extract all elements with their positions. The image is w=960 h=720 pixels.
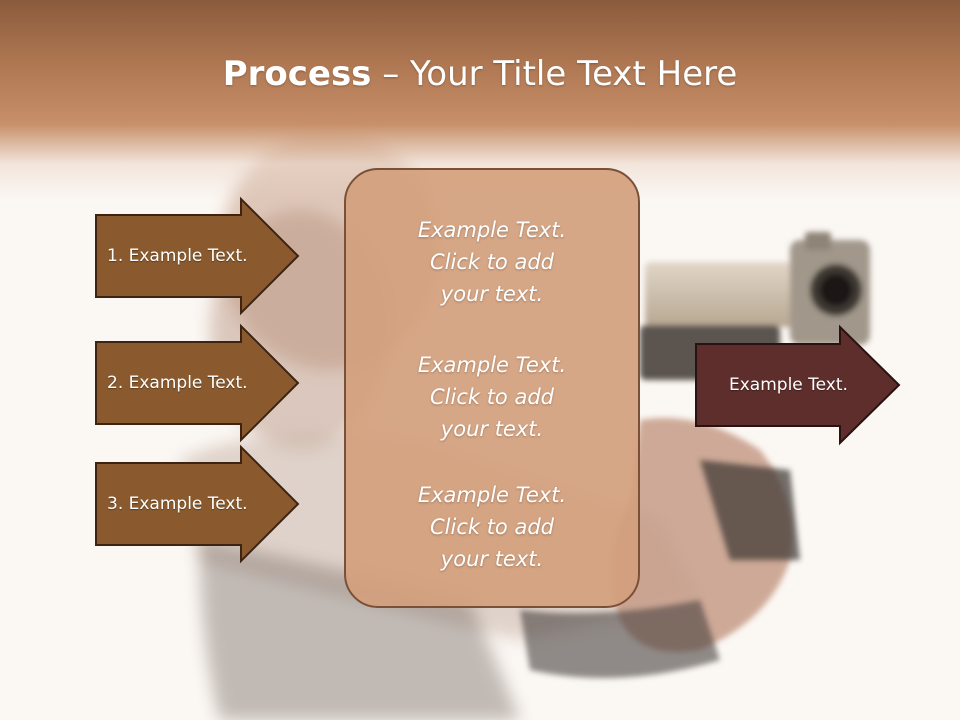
panel-text-1-line-3: your text. [440,282,544,306]
panel-text-1-line-2: Click to add [429,250,554,274]
slide-title[interactable]: Process – Your Title Text Here [0,52,960,96]
panel-text-3-line-3: your text. [440,547,544,571]
panel-text-3-line-2: Click to add [429,515,554,539]
panel-text-2-line-3: your text. [440,417,544,441]
panel-text-2-line-1: Example Text. [417,353,567,377]
process-arrow-1[interactable]: 1. Example Text. [95,196,300,316]
arrow-shape-2 [95,323,300,443]
title-rest-part: – Your Title Text Here [371,54,738,94]
arrow-label-1: 1. Example Text. [107,246,248,266]
arrow-label-3: 3. Example Text. [107,494,248,514]
panel-text-2-line-2: Click to add [429,385,554,409]
title-band [0,0,960,200]
process-arrow-2[interactable]: 2. Example Text. [95,323,300,443]
result-arrow-label: Example Text. [729,375,848,395]
panel-text-block-3[interactable]: Example Text. Click to add your text. [346,479,638,575]
panel-text-block-1[interactable]: Example Text. Click to add your text. [346,214,638,310]
arrow-label-2: 2. Example Text. [107,373,248,393]
arrow-shape-1 [95,196,300,316]
content-panel[interactable]: Example Text. Click to add your text. Ex… [344,168,640,608]
process-arrow-3[interactable]: 3. Example Text. [95,444,300,564]
result-arrow-shape [695,324,901,446]
title-bold-part: Process [222,54,372,94]
panel-text-block-2[interactable]: Example Text. Click to add your text. [346,349,638,445]
panel-text-1-line-1: Example Text. [417,218,567,242]
panel-text-3-line-1: Example Text. [417,483,567,507]
result-arrow[interactable]: Example Text. [695,324,901,446]
arrow-shape-3 [95,444,300,564]
